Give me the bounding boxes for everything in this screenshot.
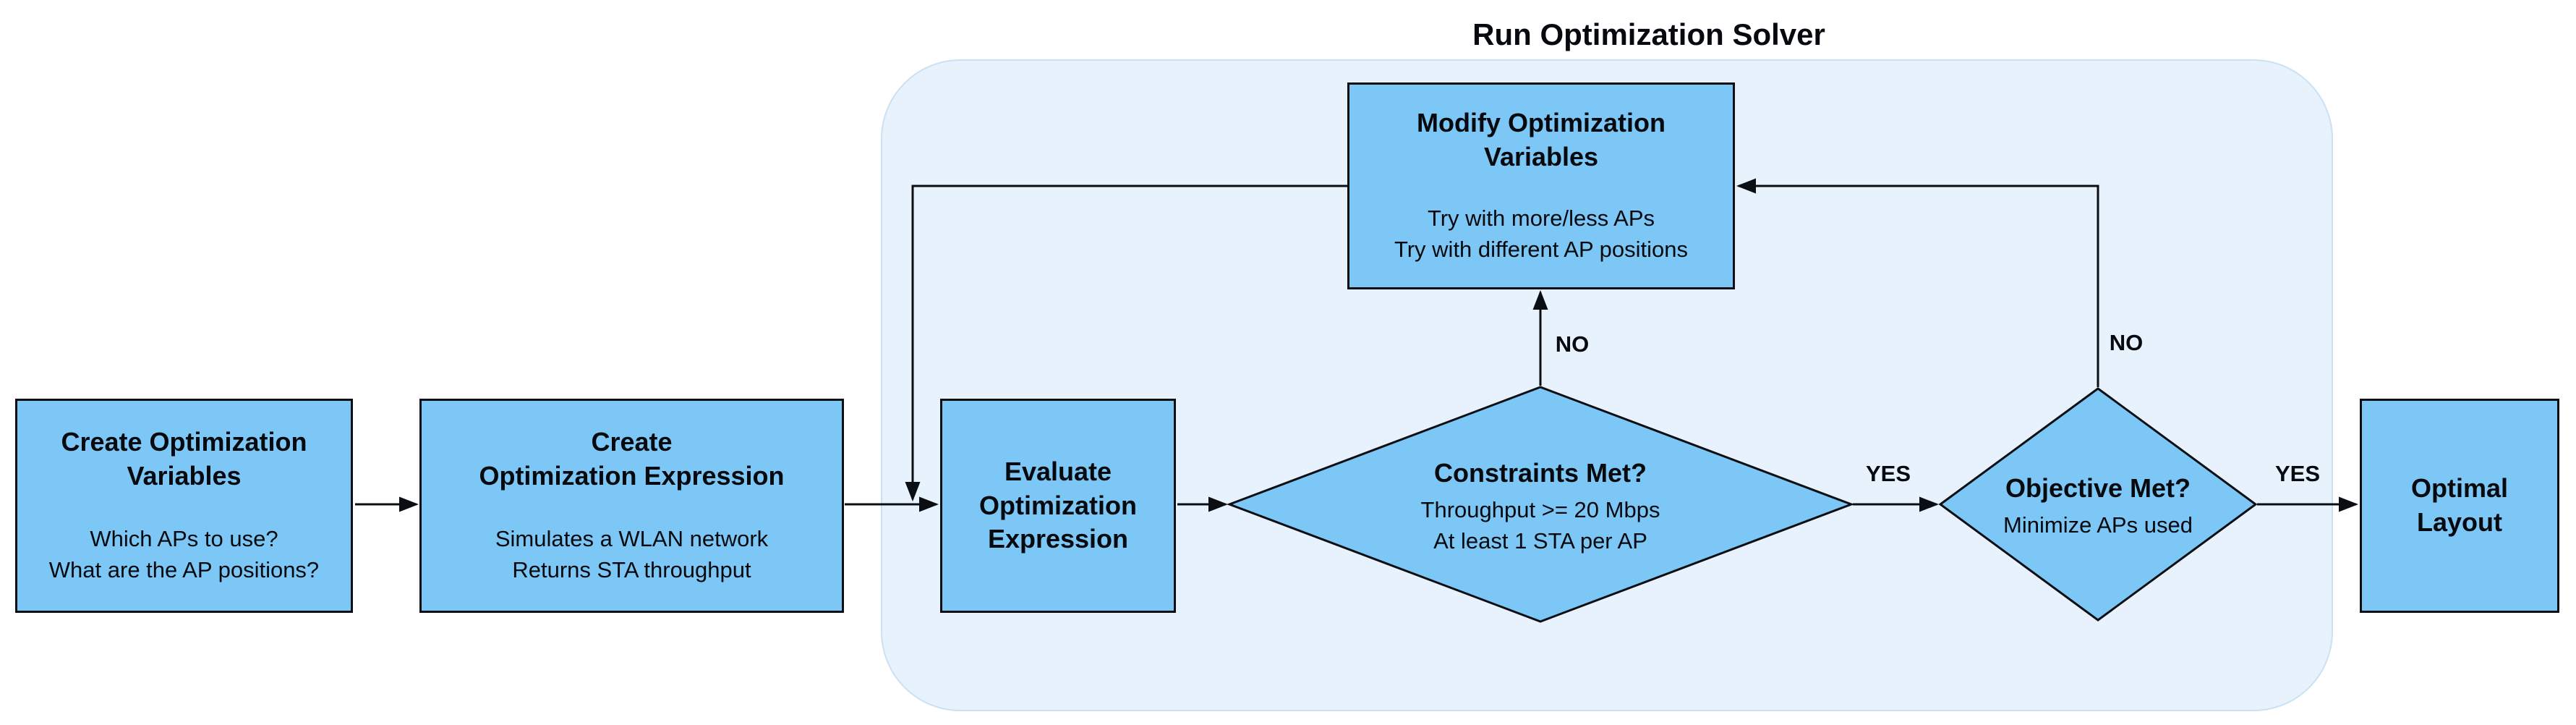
solver-group-title: Run Optimization Solver [1472,17,1825,51]
evaluate-expression-title: Evaluate Optimization Expression [979,456,1137,554]
evaluate-expression-box: Evaluate Optimization Expression [940,399,1176,613]
constraints-no-label: NO [1555,331,1590,357]
create-expression-body: Simulates a WLAN network Returns STA thr… [495,526,769,582]
create-variables-title: Create Optimization Variables [61,427,307,491]
objective-no-label: NO [2109,330,2144,355]
modify-variables-title: Modify Optimization Variables [1417,108,1666,172]
create-expression-box: Create Optimization Expression Simulates… [419,399,844,613]
modify-variables-body: Try with more/less APs Try with differen… [1394,205,1689,262]
edge-objective-no-to-modify [1736,178,2099,387]
modify-variables-box: Modify Optimization Variables Try with m… [1347,82,1735,289]
objective-yes-label: YES [2274,461,2321,486]
edge-modify-feedback-to-evaluate [905,185,1347,501]
create-expression-title: Create Optimization Expression [479,427,785,491]
create-variables-box: Create Optimization Variables Which APs … [15,399,353,613]
create-variables-body: Which APs to use? What are the AP positi… [48,526,320,582]
optimal-layout-title: Optimal Layout [2410,473,2508,537]
objective-diamond-shape [1938,387,2258,622]
optimal-layout-box: Optimal Layout [2360,399,2559,613]
constraints-yes-label: YES [1865,461,1911,486]
constraints-diamond-shape [1226,386,1855,623]
